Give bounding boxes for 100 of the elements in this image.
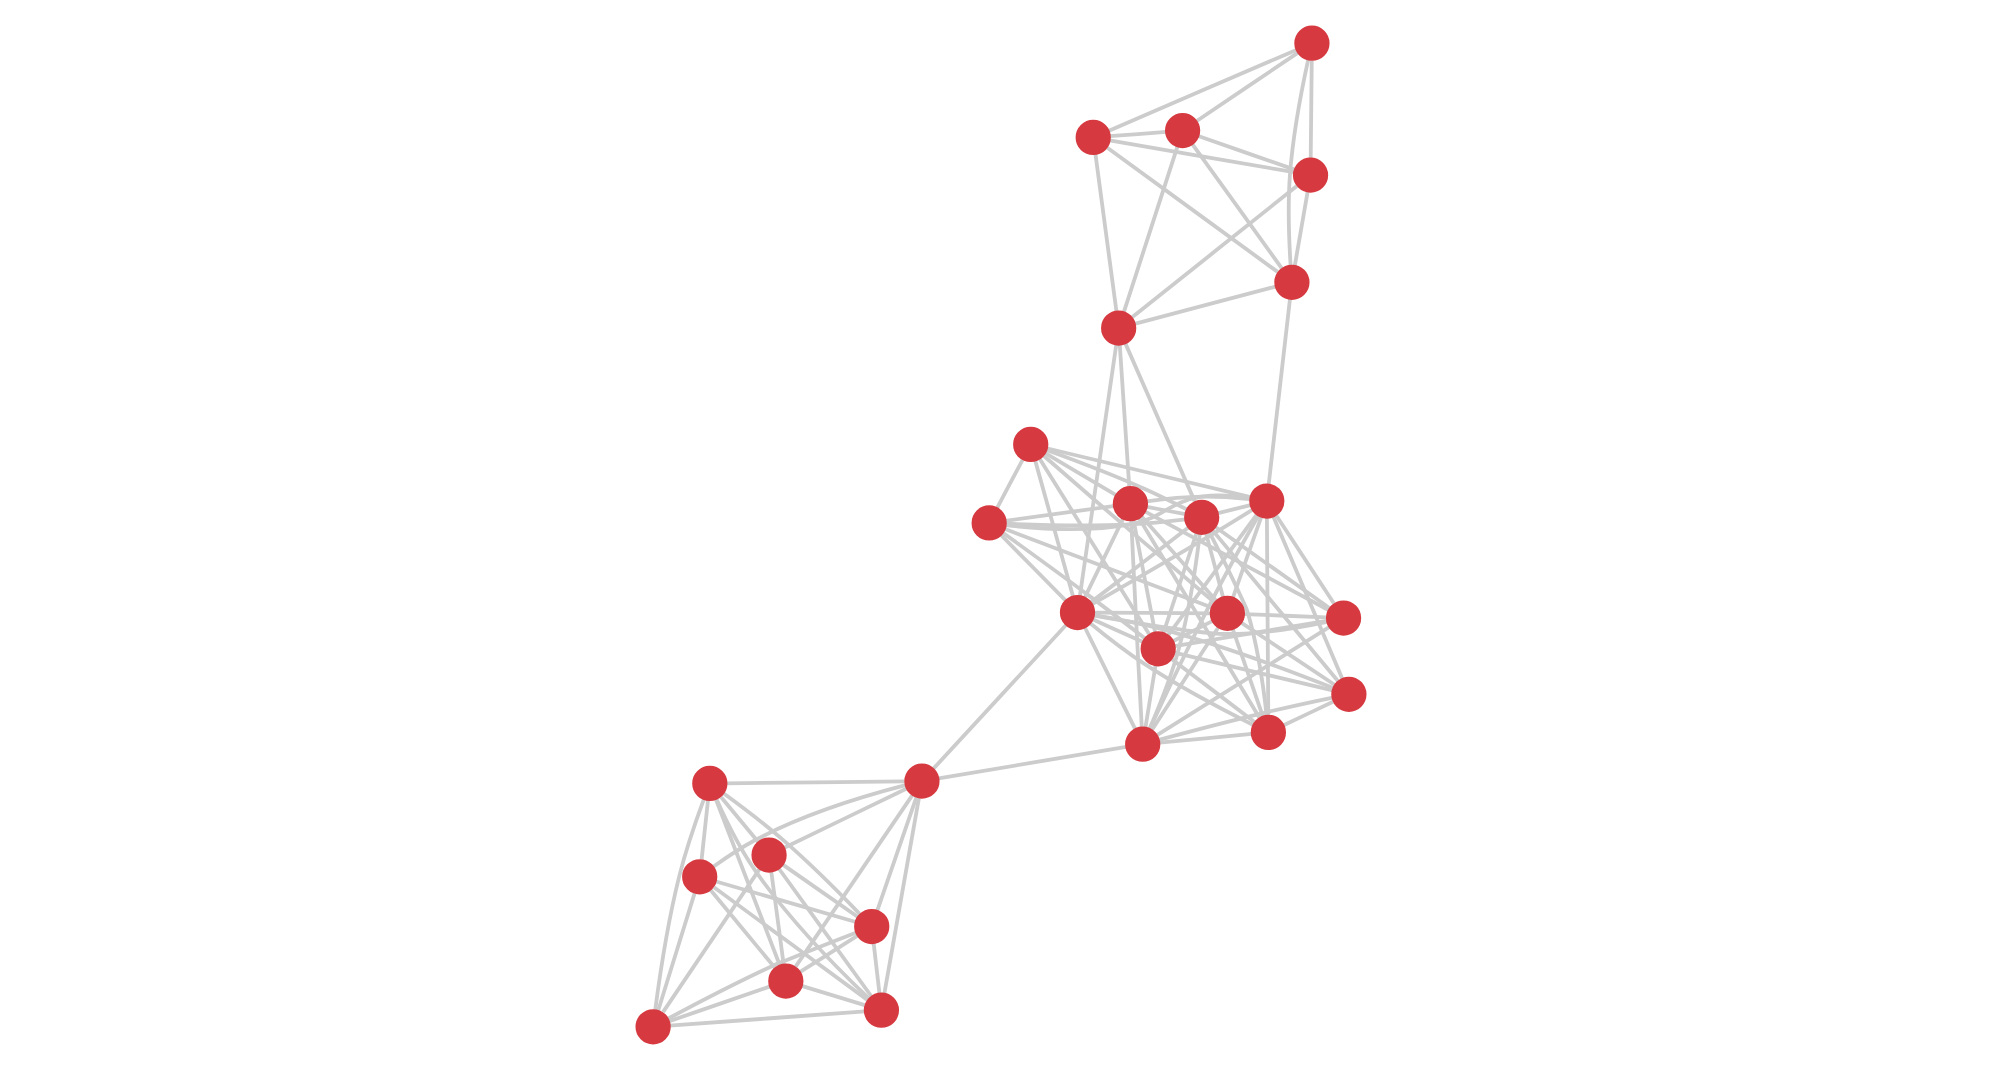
connector [1209, 528, 1339, 683]
connector [1076, 344, 1118, 597]
connector [874, 796, 918, 912]
connector [1171, 619, 1213, 643]
connector [1120, 145, 1179, 314]
node-circle [1111, 486, 1148, 522]
connector [1139, 514, 1217, 603]
connector [711, 885, 868, 1002]
connector [937, 745, 1126, 781]
connector [652, 798, 705, 1011]
node-circle [1291, 157, 1328, 193]
connector [782, 786, 907, 850]
node-circle [1100, 310, 1136, 346]
connector [713, 798, 781, 967]
connector [1169, 657, 1255, 724]
connector [1004, 504, 1113, 523]
connector [1037, 457, 1150, 636]
connector [1041, 454, 1215, 604]
connector [1145, 494, 1249, 504]
connector [1270, 515, 1344, 680]
connector [1108, 129, 1166, 139]
connector [1032, 459, 1074, 597]
connector [1088, 621, 1254, 727]
connector [1230, 515, 1263, 599]
connector [713, 798, 870, 1001]
node-circle [1124, 726, 1160, 762]
connector [1044, 448, 1187, 512]
connector [1149, 626, 1219, 732]
connector [721, 791, 860, 916]
connector [1082, 626, 1136, 730]
connector [1092, 613, 1327, 636]
connector [655, 892, 696, 1012]
connector [1142, 664, 1157, 728]
connector [665, 930, 856, 1021]
connector [780, 863, 859, 919]
connector [714, 879, 856, 924]
connector [1122, 342, 1196, 502]
connector [1042, 451, 1116, 497]
node-circle [1293, 25, 1329, 61]
connector [698, 799, 709, 860]
node-circle [681, 859, 717, 895]
node-circle [1074, 119, 1110, 156]
connector [1216, 503, 1251, 515]
connector [1265, 298, 1291, 485]
connector [800, 984, 865, 1007]
node-circle [1139, 631, 1175, 667]
connector [797, 933, 858, 974]
connector [1158, 732, 1252, 745]
connector [998, 533, 1067, 603]
connector [1189, 143, 1283, 270]
connector [1291, 191, 1309, 266]
connector [1160, 532, 1198, 634]
connector [1203, 533, 1224, 598]
connector [994, 458, 1024, 510]
node-circle [691, 765, 727, 802]
connector [711, 783, 906, 869]
node-circle [750, 837, 786, 873]
connector [1242, 612, 1326, 620]
connector [1239, 621, 1335, 687]
connector [1003, 527, 1212, 610]
node-circle [853, 908, 889, 945]
connector [1172, 650, 1333, 693]
connector [1206, 531, 1268, 717]
node-circle [1273, 264, 1309, 300]
connector [1143, 510, 1329, 612]
node-circle [1012, 426, 1048, 463]
connector [718, 796, 759, 844]
connector [660, 867, 761, 1014]
node-circle [970, 505, 1006, 541]
connector [1090, 508, 1253, 606]
node-circle [1324, 600, 1361, 636]
connector [1307, 60, 1313, 159]
connector [930, 623, 1067, 771]
connector [1196, 134, 1295, 172]
node-circle [1208, 595, 1245, 632]
connector [1092, 153, 1118, 313]
connector [1004, 493, 1250, 531]
connector [1108, 138, 1294, 175]
connector [1230, 628, 1264, 718]
node-circle [1058, 594, 1095, 631]
connector [1213, 525, 1330, 610]
connector [1264, 517, 1270, 716]
connector [1273, 513, 1335, 605]
connector [668, 1009, 865, 1028]
connector [1093, 610, 1210, 616]
node-circle [1330, 676, 1366, 712]
connector [793, 794, 913, 968]
connector [725, 779, 904, 786]
connector [1046, 446, 1250, 499]
connector [1157, 695, 1333, 742]
connector [1092, 613, 1333, 690]
connector [1147, 533, 1201, 730]
connector [1130, 184, 1298, 319]
connector [707, 888, 776, 970]
connector [1133, 284, 1275, 326]
connector [1000, 531, 1146, 641]
connector [1155, 625, 1330, 737]
node-circle [903, 763, 939, 799]
node-circle [767, 963, 803, 999]
node-circle [634, 1009, 670, 1045]
